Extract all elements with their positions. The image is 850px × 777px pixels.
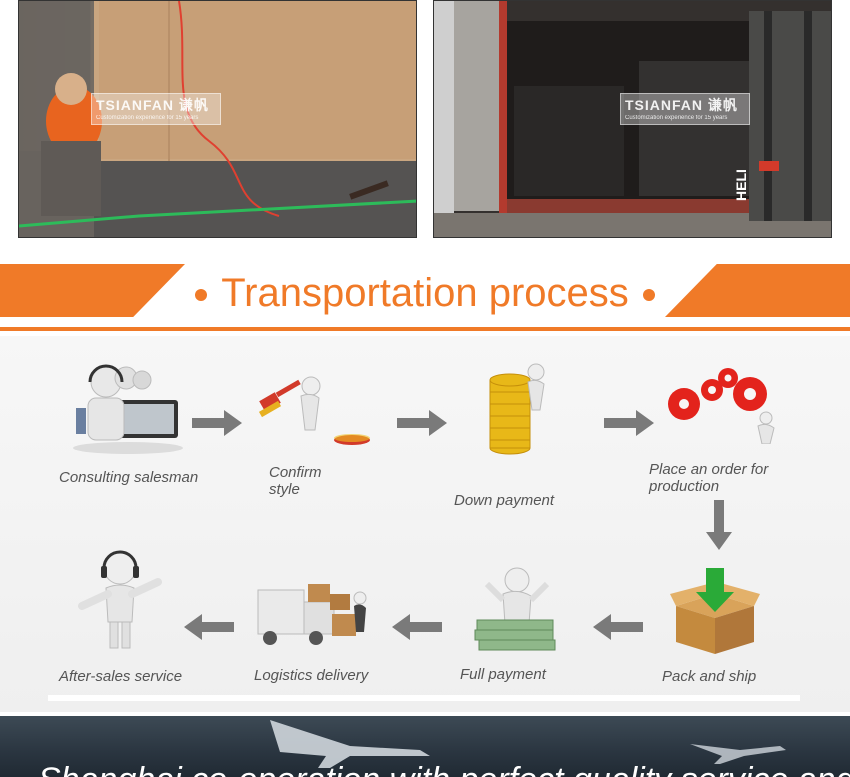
step-label: Consulting salesman <box>59 469 199 486</box>
step-label: Place an order for <box>649 461 769 478</box>
bullet-dot-icon <box>195 289 208 302</box>
arrow-left-icon <box>184 614 234 645</box>
footer-banner: Shanghai co-operation with perfect quali… <box>0 716 850 777</box>
forklift-brand-text: HELI <box>733 169 749 201</box>
section-title-text: Transportation process <box>221 271 629 315</box>
arrow-right-icon <box>397 410 447 441</box>
footer-tagline: Shanghai co-operation with perfect quali… <box>38 760 850 777</box>
section-banner: Transportation process <box>0 264 850 334</box>
photo-packing-crate: TSIANFAN 谦帆 Customization experience for… <box>18 0 417 238</box>
arrow-right-icon <box>192 410 242 441</box>
step-confirm-style: Confirm style <box>255 368 385 508</box>
headset-agents-icon <box>73 364 183 454</box>
step-label: Down payment <box>454 492 555 509</box>
arrow-left-icon <box>593 614 643 645</box>
panel-baseline <box>48 695 800 701</box>
step-label: Logistics delivery <box>254 667 369 684</box>
delivery-truck-icon <box>257 584 367 645</box>
airplanes-background <box>270 720 786 768</box>
arrow-down-icon <box>706 500 732 555</box>
arrow-right-icon <box>604 410 654 441</box>
step-full-payment: Full payment <box>455 562 585 696</box>
step-label: Confirm <box>269 464 322 481</box>
step-after-sales-service: After-sales service <box>58 546 208 696</box>
watermark-subtitle: Customization experience for 15 years <box>625 115 728 121</box>
box-down-arrow-icon <box>670 568 760 654</box>
photo-container-loading: HELI TSIANFAN 谦帆 Customization experienc… <box>433 0 832 238</box>
step-logistics-delivery: Logistics delivery <box>252 582 392 696</box>
step-label: production <box>649 478 720 495</box>
watermark: TSIANFAN 谦帆 Customization experience for… <box>91 93 221 125</box>
container-scene-illustration: HELI <box>434 1 831 237</box>
packing-scene-illustration <box>19 1 416 237</box>
gears-icon <box>668 368 775 444</box>
arrow-left-icon <box>392 614 442 645</box>
step-pack-and-ship: Pack and ship <box>650 566 820 696</box>
step-label: Pack and ship <box>662 668 757 685</box>
money-stack-icon <box>474 567 556 651</box>
bullet-dot-icon <box>642 289 655 302</box>
support-agent-icon <box>78 550 162 649</box>
step-label: Full payment <box>460 666 546 683</box>
section-title: Transportation process <box>0 268 850 318</box>
watermark-title: TSIANFAN 谦帆 <box>625 97 738 113</box>
step-label: After-sales service <box>59 668 183 685</box>
watermark-subtitle: Customization experience for 15 years <box>96 115 199 121</box>
coin-stack-icon <box>489 363 545 455</box>
watermark: TSIANFAN 谦帆 Customization experience for… <box>620 93 750 125</box>
banner-underline <box>0 327 850 331</box>
step-label: style <box>269 481 300 498</box>
watermark-title: TSIANFAN 谦帆 <box>96 97 209 113</box>
step-down-payment: Down payment <box>450 360 590 509</box>
figure-stamp-icon <box>258 376 370 445</box>
step-consulting-salesman: Consulting salesman <box>59 360 230 500</box>
step-place-order: Place an order for production <box>648 364 848 504</box>
process-flow-panel: Consulting salesman Confirm style <box>0 336 850 712</box>
